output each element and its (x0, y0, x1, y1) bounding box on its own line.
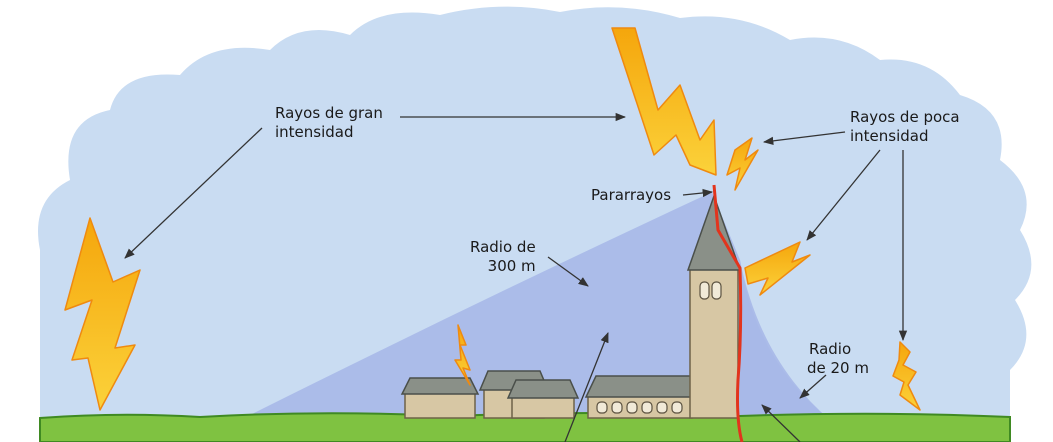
house-icon (506, 379, 580, 419)
arrow-weak-to-side-bolt (806, 149, 881, 241)
lightning-bolt-icon (892, 341, 921, 411)
sky-cloud (38, 6, 1032, 442)
arrow-weak-to-tower-bolt (762, 131, 846, 145)
lightning-bolt-icon (611, 27, 717, 176)
label-radius-large: Radio de 300 m (470, 238, 536, 276)
label-weak-lightning-line2: intensidad (850, 127, 929, 145)
arrow-pararrayos (682, 188, 714, 198)
label-weak-lightning: Rayos de poca intensidad (850, 108, 960, 146)
house-icon (400, 377, 480, 419)
lightning-bolt-icon (744, 241, 811, 296)
label-lightning-rod: Pararrayos (591, 186, 671, 205)
lightning-bolt-icon (726, 137, 759, 191)
label-lightning-rod-text: Pararrayos (591, 186, 672, 204)
label-radius-small: Radio de 20 m (807, 340, 869, 378)
church-nave (584, 375, 695, 419)
arrow-radius-large (547, 256, 589, 287)
protection-zone-small (740, 260, 830, 420)
label-strong-lightning: Rayos de gran intensidad (275, 104, 383, 142)
church-tower-icon (686, 193, 742, 419)
label-weak-lightning-line1: Rayos de poca (850, 108, 960, 126)
lightning-bolt-icon (454, 324, 471, 386)
label-radius-small-line1: Radio (809, 340, 852, 358)
label-strong-lightning-line2: intensidad (275, 123, 354, 141)
arrow-radius-small (799, 374, 827, 399)
protection-zone-large (240, 192, 830, 420)
label-radius-large-line2: 300 m (487, 257, 536, 275)
lightning-bolt-icon (64, 217, 141, 411)
arrow-strong-to-left-bolt (124, 127, 263, 259)
arrow-protected-zone-large (564, 332, 609, 442)
label-strong-lightning-line1: Rayos de gran (275, 104, 383, 122)
label-radius-large-line1: Radio de (470, 238, 536, 256)
lightning-rod-conductor (712, 184, 744, 442)
label-radius-small-line2: de 20 m (807, 359, 869, 377)
arrow-protected-zone-small (761, 404, 801, 442)
